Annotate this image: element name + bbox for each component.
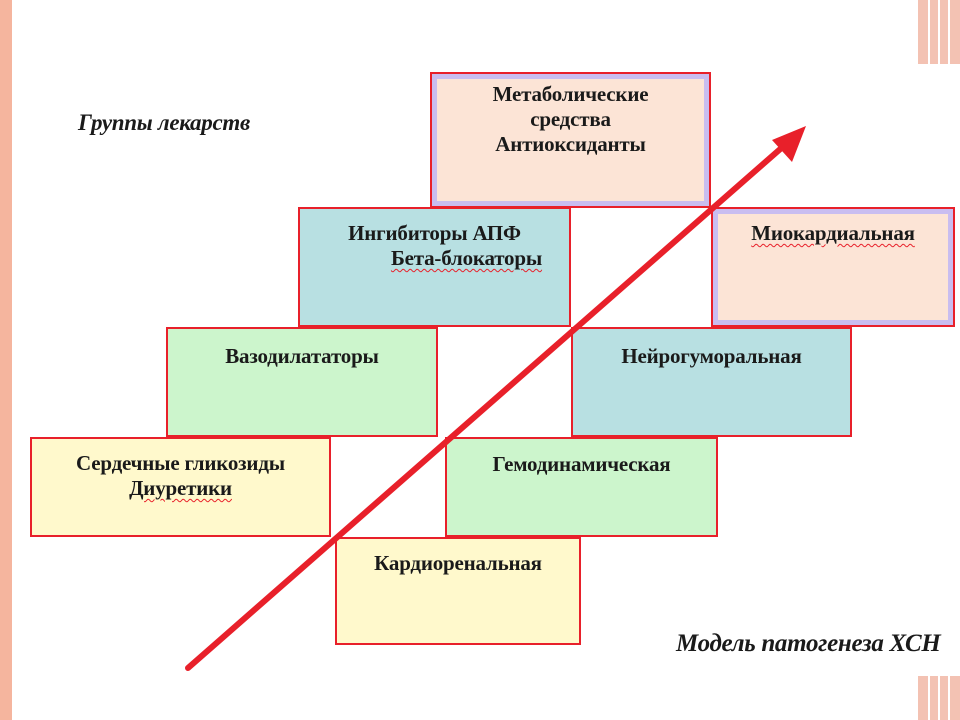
box-ace-inhibitors: Ингибиторы АПФ Бета-блокаторы xyxy=(298,207,571,327)
box-hemodynamic-label: Гемодинамическая xyxy=(492,452,671,476)
left-accent-bar xyxy=(0,0,12,720)
box-glycosides-line-2: Диуретики xyxy=(129,476,232,500)
box-neurohumoral-label: Нейрогуморальная xyxy=(621,344,802,368)
box-myocardial-label: Миокардиальная xyxy=(751,221,915,245)
model-label: Модель патогенеза ХСН xyxy=(676,630,941,657)
box-metabolic-agents: Метаболические средства Антиоксиданты xyxy=(430,72,711,208)
box-ace-line-1: Ингибиторы АПФ xyxy=(348,221,521,245)
box-ace-line-2: Бета-блокаторы xyxy=(390,246,543,270)
box-neurohumoral: Нейрогуморальная xyxy=(571,327,852,437)
box-vasodilators: Вазодилататоры xyxy=(166,327,438,437)
corner-decoration-bottom xyxy=(918,676,960,720)
box-myocardial: Миокардиальная xyxy=(711,207,955,327)
box-vasodilators-label: Вазодилататоры xyxy=(225,344,379,368)
drug-groups-label: Группы лекарств xyxy=(78,110,250,135)
box-hemodynamic: Гемодинамическая xyxy=(445,437,718,537)
box-metabolic-line-1: Метаболические xyxy=(492,82,649,106)
box-metabolic-line-2: средства xyxy=(530,107,611,131)
corner-decoration-top xyxy=(918,0,960,64)
box-cardiorenal-label: Кардиоренальная xyxy=(374,551,542,575)
box-glycosides-line-1: Сердечные гликозиды xyxy=(76,451,285,475)
box-cardiorenal: Кардиоренальная xyxy=(335,537,581,645)
box-metabolic-line-3: Антиоксиданты xyxy=(495,132,646,156)
box-cardiac-glycosides: Сердечные гликозиды Диуретики xyxy=(30,437,331,537)
arrow-head xyxy=(772,126,806,162)
